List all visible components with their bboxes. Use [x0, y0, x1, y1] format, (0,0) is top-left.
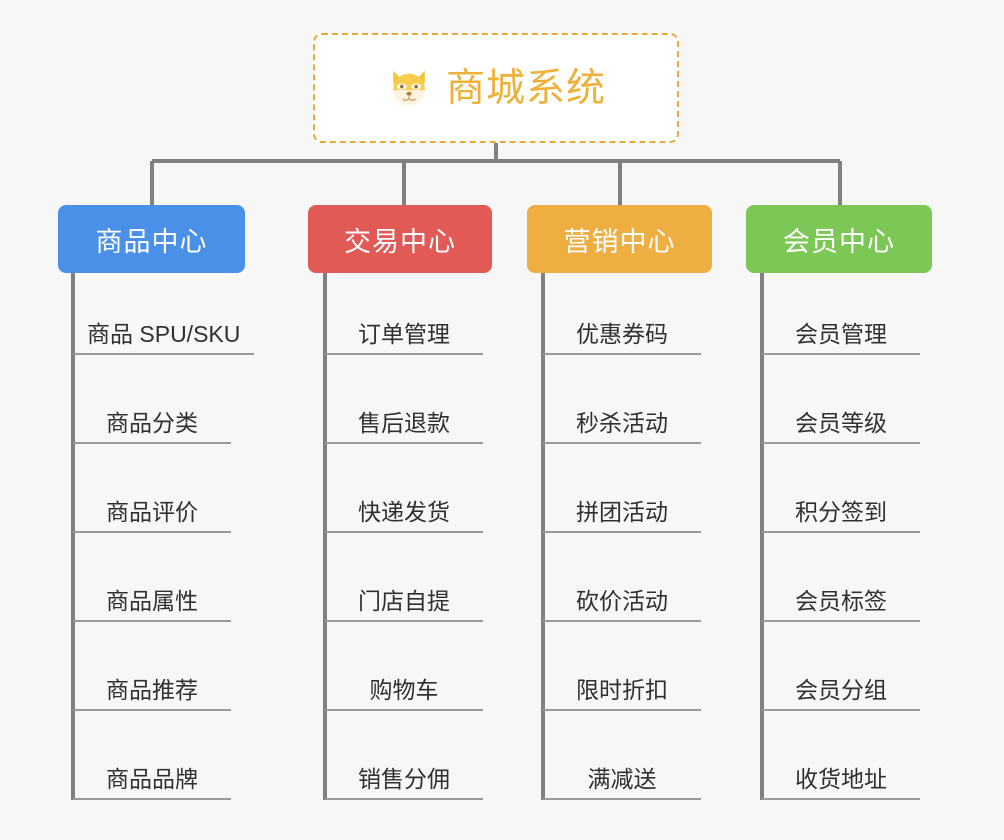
leaf-item[interactable]: 会员分组 — [762, 667, 920, 711]
leaf-item[interactable]: 售后退款 — [325, 400, 483, 444]
dog-face-icon — [393, 70, 425, 106]
leaf-item-label: 限时折扣 — [576, 676, 668, 703]
leaf-item-label: 拼团活动 — [576, 498, 668, 525]
leaf-item[interactable]: 收货地址 — [762, 756, 920, 800]
leaf-item-label: 会员标签 — [795, 587, 887, 614]
leaf-item-label: 会员分组 — [795, 676, 887, 703]
leaf-item-label: 门店自提 — [358, 587, 450, 614]
leaf-item-label: 商品 SPU/SKU — [87, 320, 241, 347]
leaf-item-label: 商品属性 — [106, 587, 198, 614]
leaf-item[interactable]: 销售分佣 — [325, 756, 483, 800]
leaf-item[interactable]: 快递发货 — [325, 489, 483, 533]
leaf-item[interactable]: 门店自提 — [325, 578, 483, 622]
root-title: 商城系统 — [445, 66, 606, 110]
leaf-item-label: 商品评价 — [106, 498, 198, 525]
category-label: 商品中心 — [95, 226, 208, 257]
leaf-item[interactable]: 积分签到 — [762, 489, 920, 533]
leaf-item-label: 订单管理 — [358, 320, 450, 347]
leaf-item[interactable]: 满减送 — [543, 756, 701, 800]
leaf-item[interactable]: 会员管理 — [762, 311, 920, 355]
leaf-item[interactable]: 订单管理 — [325, 311, 483, 355]
category-box[interactable]: 营销中心 — [527, 205, 712, 273]
leaf-item[interactable]: 商品推荐 — [73, 667, 231, 711]
leaf-item[interactable]: 商品属性 — [73, 578, 231, 622]
leaf-item[interactable]: 购物车 — [325, 667, 483, 711]
leaf-item[interactable]: 砍价活动 — [543, 578, 701, 622]
category-box[interactable]: 商品中心 — [58, 205, 245, 273]
leaf-item-label: 购物车 — [369, 676, 439, 703]
category-box[interactable]: 会员中心 — [746, 205, 932, 273]
leaf-item[interactable]: 秒杀活动 — [543, 400, 701, 444]
leaf-item[interactable]: 商品分类 — [73, 400, 231, 444]
leaf-item-label: 售后退款 — [358, 409, 450, 436]
leaf-item-label: 会员等级 — [795, 409, 887, 436]
leaf-item[interactable]: 会员等级 — [762, 400, 920, 444]
leaf-item-label: 会员管理 — [795, 320, 887, 347]
leaf-item-label: 优惠券码 — [576, 320, 668, 347]
category-label: 会员中心 — [783, 226, 895, 257]
leaf-item[interactable]: 限时折扣 — [543, 667, 701, 711]
leaf-item-label: 积分签到 — [795, 498, 887, 525]
category-label: 营销中心 — [563, 226, 676, 257]
leaf-item-label: 砍价活动 — [576, 587, 668, 614]
leaf-item-label: 秒杀活动 — [576, 409, 668, 436]
leaf-item-label: 满减送 — [587, 765, 657, 792]
category-label: 交易中心 — [344, 226, 456, 257]
leaf-item[interactable]: 商品评价 — [73, 489, 231, 533]
leaf-item-label: 快递发货 — [358, 498, 450, 525]
leaf-item-label: 商品推荐 — [106, 676, 198, 703]
leaf-item[interactable]: 优惠券码 — [543, 311, 701, 355]
leaf-item-label: 商品分类 — [106, 409, 198, 436]
leaf-item[interactable]: 拼团活动 — [543, 489, 701, 533]
leaf-item-label: 销售分佣 — [358, 765, 450, 792]
root-node[interactable]: 商城系统 — [313, 33, 679, 143]
leaf-item[interactable]: 会员标签 — [762, 578, 920, 622]
leaf-item[interactable]: 商品品牌 — [73, 756, 231, 800]
category-box[interactable]: 交易中心 — [308, 205, 492, 273]
leaf-item-label: 收货地址 — [795, 765, 887, 792]
leaf-item[interactable]: 商品 SPU/SKU — [73, 311, 255, 355]
leaf-item-label: 商品品牌 — [106, 765, 198, 792]
